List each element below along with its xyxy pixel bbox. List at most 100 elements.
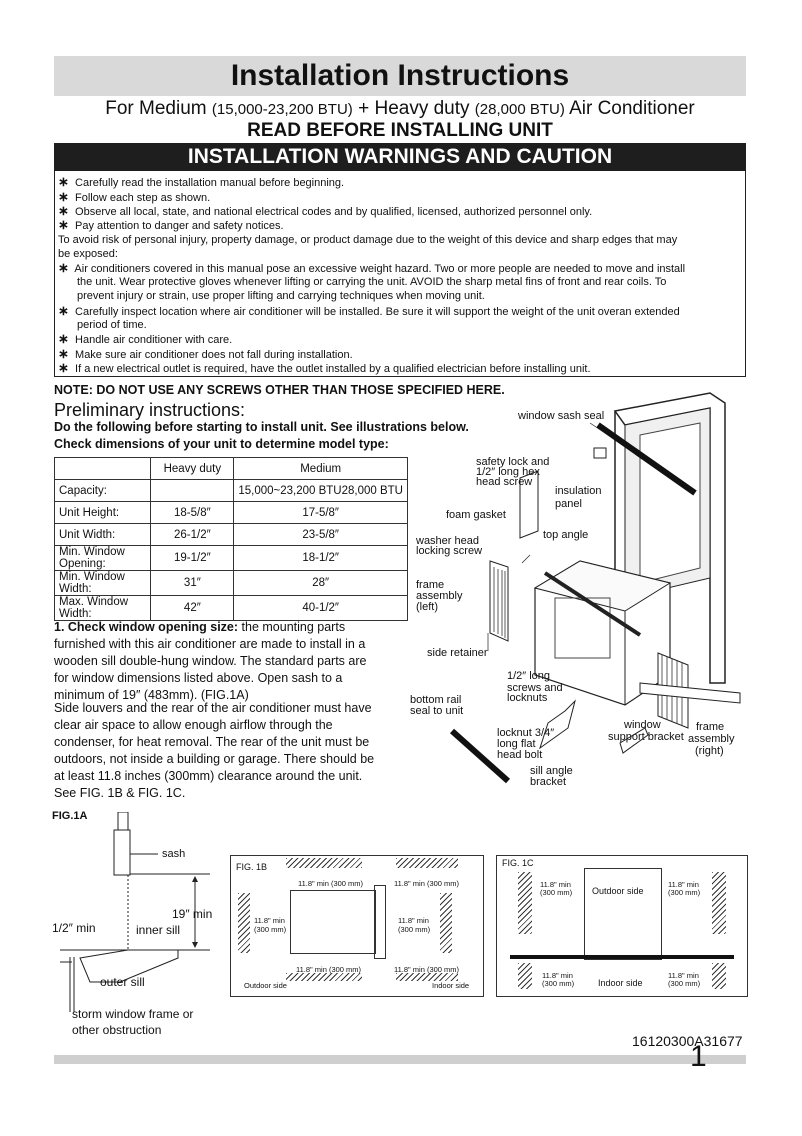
asterisk-icon: ∗ — [58, 360, 69, 375]
subtitle-heavy-btu: (28,000 BTU) — [474, 101, 565, 118]
fig1c-outdoor: Outdoor side — [592, 886, 644, 896]
fig1c-wall — [518, 872, 532, 934]
fig1c-unit — [584, 868, 662, 960]
table-cell: Unit Width: — [53, 523, 152, 546]
label-window-sash-seal: window sash seal — [518, 410, 605, 422]
label-screws-locknuts: screws and — [507, 682, 563, 694]
fig1b-dim: 11.8" min — [398, 916, 429, 925]
fig1a-storm: other obstruction — [72, 1023, 162, 1037]
fig1b-wall — [238, 893, 250, 953]
warning-item: ∗ If a new electrical outlet is required… — [58, 360, 591, 376]
warning-intro: To avoid risk of personal injury, proper… — [58, 234, 678, 246]
fig1a-outer-sill: outer sill — [100, 975, 145, 989]
table-cell: Capacity: — [53, 479, 152, 502]
fig1b-dim: 11.8" min (300 mm) — [394, 879, 460, 888]
warning-item: ∗ Follow each step as shown. — [58, 189, 211, 205]
fig1b-dim: (300 mm) — [398, 925, 431, 934]
table-row: Max. Window Width: 42″ 40-1/2″ — [53, 595, 408, 621]
label-locknut: head bolt — [497, 749, 543, 761]
label-foam-gasket: foam gasket — [446, 509, 506, 521]
warnings-heading: INSTALLATION WARNINGS AND CAUTION — [54, 143, 746, 171]
fig1c-dim: (300 mm) — [540, 888, 573, 897]
warning-item: ∗ Air conditioners covered in this manua… — [58, 260, 686, 276]
fig1b-indoor: Indoor side — [432, 981, 470, 990]
label-frame-left: (left) — [416, 601, 438, 613]
fig1b-wall — [286, 858, 362, 868]
fig1b-wall — [440, 893, 452, 953]
table-cell: 42″ — [150, 595, 235, 621]
subtitle-medium-btu: (15,000-23,200 BTU) — [211, 101, 353, 118]
fig1c-window-wall — [510, 955, 734, 959]
label-sill-angle: bracket — [530, 776, 567, 788]
warning-item: ∗ Observe all local, state, and national… — [58, 203, 593, 219]
label-bottom-rail: bottom rail — [410, 694, 462, 706]
label-bottom-rail: seal to unit — [410, 705, 464, 717]
page-subtitle: For Medium (15,000-23,200 BTU) + Heavy d… — [54, 98, 746, 121]
fig1c-dim: 11.8" min — [540, 880, 571, 889]
label-sill-angle: sill angle — [530, 765, 573, 777]
footer-bar — [54, 1055, 746, 1064]
fig1a-sash: sash — [162, 848, 186, 860]
warning-item: ∗ Carefully inspect location where air c… — [58, 303, 680, 319]
asterisk-icon: ∗ — [58, 174, 69, 189]
fig1a-half-min: 1/2″ min — [52, 921, 96, 935]
fig1c-dim: (300 mm) — [668, 979, 701, 988]
step1-text: the mounting parts furnished with this a… — [54, 620, 367, 702]
fig1a-min19: 19″ min — [172, 907, 213, 921]
table-row: Unit Height: 18-5/8″ 17-5/8″ — [53, 501, 408, 524]
table-cell: 19-1/2″ — [150, 545, 235, 571]
fig1b-wall — [286, 973, 362, 981]
page-title: Installation Instructions — [54, 56, 746, 96]
subtitle-ac: Air Conditioner — [569, 98, 695, 119]
table-row: Min. Window Opening: 19-1/2″ 18-1/2″ — [53, 545, 408, 571]
table-header-row: Heavy duty Medium — [53, 457, 408, 480]
table-row: Capacity: 15,000~23,200 BTU28,000 BTU — [53, 479, 408, 502]
installation-diagram — [450, 392, 741, 784]
label-frame-left: assembly — [416, 590, 463, 602]
asterisk-icon: ∗ — [58, 331, 69, 346]
table-header-cell — [53, 457, 152, 480]
fig1b-dim: 11.8" min (300 mm) — [394, 965, 460, 974]
asterisk-icon: ∗ — [58, 260, 69, 275]
table-cell: 40-1/2″ — [233, 595, 408, 621]
label-insulation-panel: panel — [555, 498, 582, 510]
step1-paragraph: 1. Check window opening size: the mounti… — [54, 619, 376, 704]
warning-item: ∗ Handle air conditioner with care. — [58, 331, 233, 347]
subtitle-medium: For Medium — [105, 98, 207, 119]
read-before-heading: READ BEFORE INSTALLING UNIT — [247, 120, 553, 141]
subtitle-heavy: + Heavy duty — [358, 98, 470, 119]
label-locknut: locknut 3/4″ — [497, 727, 555, 739]
label-frame-left: frame — [416, 579, 445, 591]
fig1b-outdoor: Outdoor side — [244, 981, 287, 990]
spec-table: Heavy duty Medium Capacity: 15,000~23,20… — [53, 457, 408, 621]
table-cell: Min. Window Opening: — [53, 545, 152, 571]
label-insulation-panel: insulation — [555, 485, 602, 497]
label-washer-screw: locking screw — [416, 545, 483, 557]
fig1c-wall — [518, 963, 532, 989]
screw-note: NOTE: DO NOT USE ANY SCREWS OTHER THAN T… — [54, 383, 505, 397]
warning-item: ∗ Carefully read the installation manual… — [58, 174, 345, 190]
warning-text: prevent injury or strain, use proper lif… — [77, 290, 485, 302]
label-top-angle: top angle — [543, 529, 589, 541]
label-washer-screw: washer head — [416, 535, 479, 547]
step1-paragraph-2: Side louvers and the rear of the air con… — [54, 701, 375, 800]
table-cell: 18-1/2″ — [233, 545, 408, 571]
fig1b-unit — [290, 890, 376, 954]
table-cell: 18-5/8″ — [150, 501, 235, 524]
fig1c-label: FIG. 1C — [502, 858, 534, 868]
step1-heading: 1. Check window opening size: — [54, 620, 239, 634]
warning-item: ∗ Make sure air conditioner does not fal… — [58, 346, 353, 362]
label-window-support: window — [624, 719, 661, 731]
preliminary-line1: Do the following before starting to inst… — [54, 420, 469, 434]
label-screws-locknuts: 1/2″ long — [507, 670, 551, 682]
fig1a-inner-sill: inner sill — [136, 923, 181, 937]
fig1c-box — [496, 855, 748, 997]
asterisk-icon: ∗ — [58, 203, 69, 218]
fig1b-label: FIG. 1B — [236, 862, 268, 872]
fig1b-dim: 11.8" min — [254, 916, 285, 925]
table-header-cell: Medium — [233, 457, 408, 480]
table-cell: 28″ — [233, 570, 408, 596]
table-cell: 31″ — [150, 570, 235, 596]
label-frame-right: (right) — [695, 745, 724, 757]
label-side-retainer: side retainer — [427, 647, 488, 659]
